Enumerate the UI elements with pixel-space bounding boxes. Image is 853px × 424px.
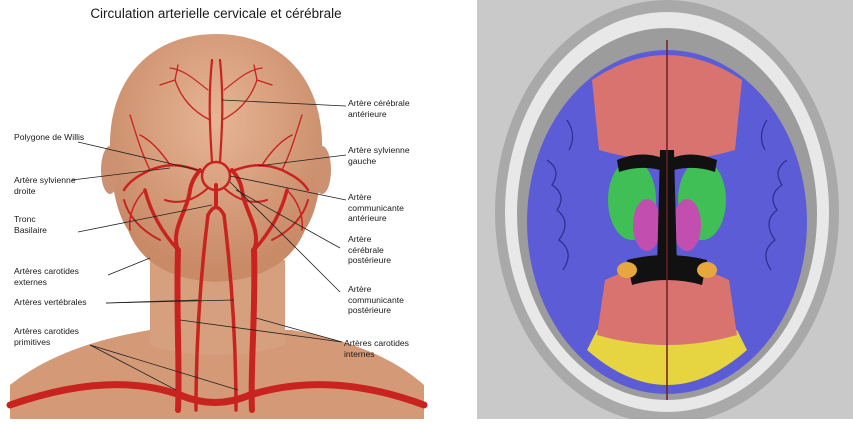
left-caudate <box>633 199 661 251</box>
left-ear <box>101 146 119 194</box>
arterial-circulation-illustration: Circulation arterielle cervicale et céré… <box>0 0 432 419</box>
label-artere-sylvienne-droite: Artère sylvienne droite <box>14 175 76 196</box>
label-arteres-carotides-internes: Artères carotides internes <box>344 338 409 359</box>
brain-axial-slice <box>477 0 853 419</box>
label-polygone-willis: Polygone de Willis <box>14 132 84 143</box>
label-artere-cerebrale-anterieure: Artère cérébrale antérieure <box>348 98 410 119</box>
right-caudate <box>673 199 701 251</box>
right-small-structure <box>697 262 717 278</box>
left-small-structure <box>617 262 637 278</box>
label-artere-communicante-anterieure: Artère communicante antérieure <box>348 192 404 224</box>
head-shape <box>110 34 322 282</box>
label-arteres-carotides-externes: Artères carotides externes <box>14 266 79 287</box>
label-arteres-carotides-primitives: Artères carotides primitives <box>14 326 79 347</box>
brain-mri-segmentation <box>477 0 853 419</box>
label-tronc-basilaire: Tronc Basilaire <box>14 214 47 235</box>
right-ear <box>313 146 331 194</box>
label-artere-communicante-posterieure: Artère communicante postérieure <box>348 284 404 316</box>
label-artere-sylvienne-gauche: Artère sylvienne gauche <box>348 145 410 166</box>
label-arteres-vertebrales: Artères vertébrales <box>14 297 87 308</box>
page-title: Circulation arterielle cervicale et céré… <box>0 6 432 21</box>
label-artere-cerebrale-posterieure: Artère cérébrale postérieure <box>348 234 391 266</box>
